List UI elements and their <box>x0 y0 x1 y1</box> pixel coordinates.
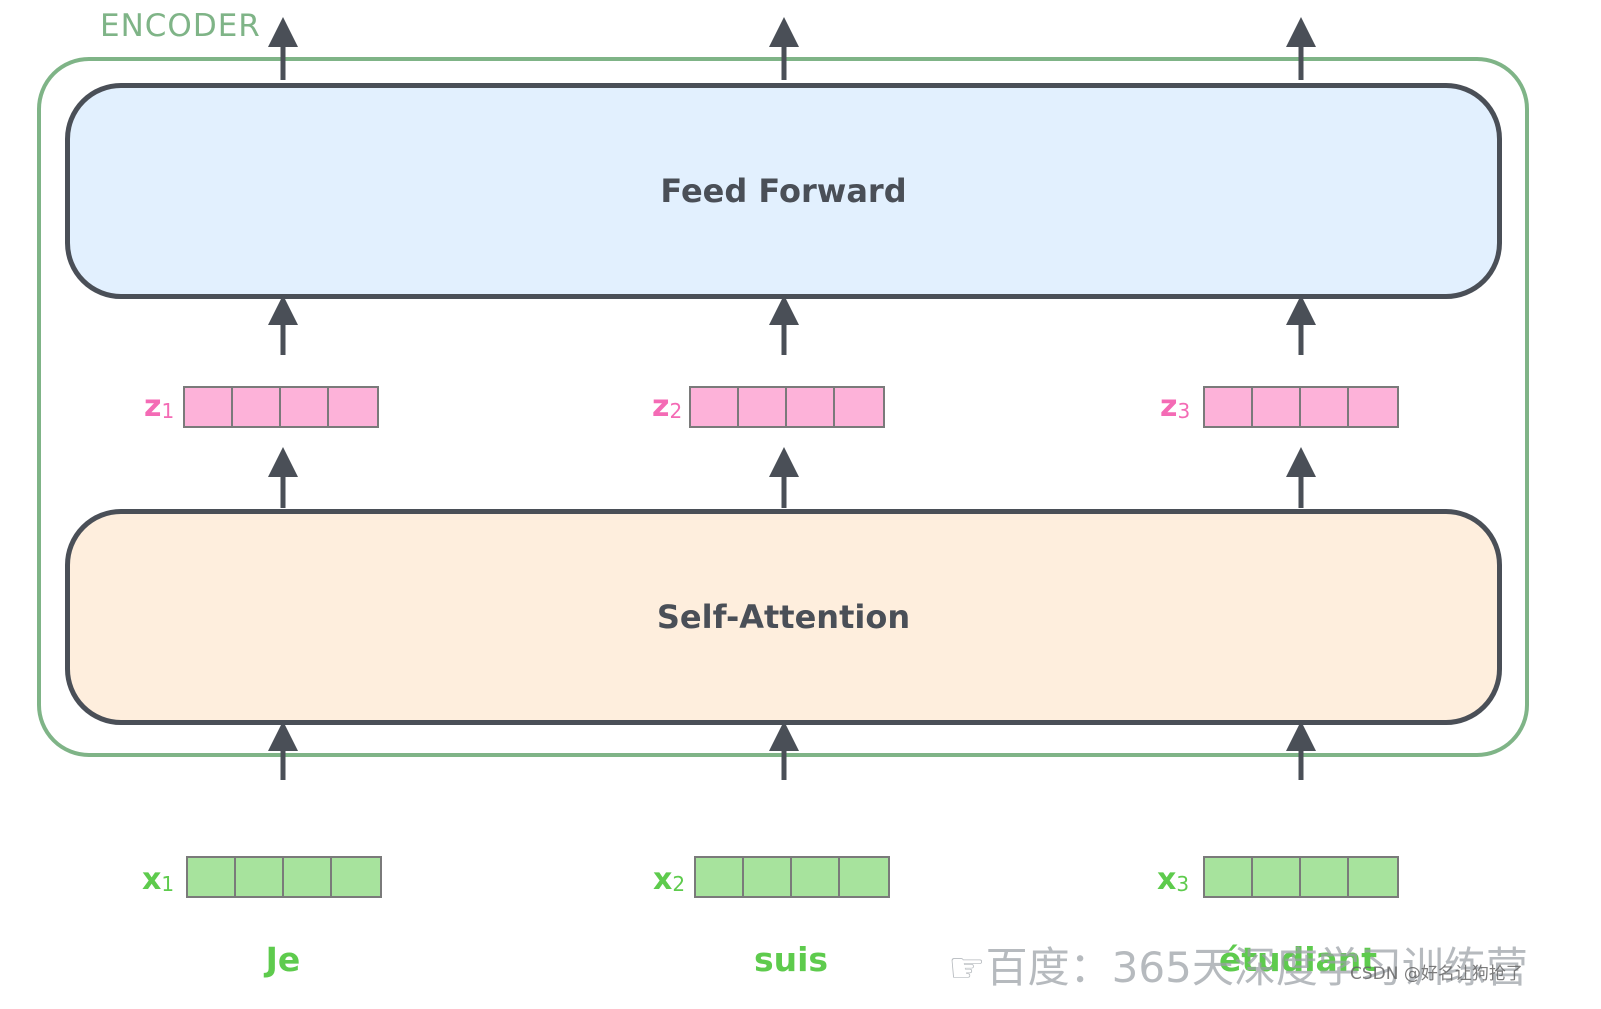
self-attention-layer: Self-Attention <box>65 509 1502 725</box>
self-attention-label: Self-Attention <box>656 598 911 636</box>
feed-forward-label: Feed Forward <box>660 172 907 210</box>
z1-label: z1 <box>144 389 175 424</box>
input-word-je: Je <box>265 940 301 979</box>
z3-vector <box>1203 386 1399 428</box>
feed-forward-layer: Feed Forward <box>65 83 1502 299</box>
x1-vector <box>186 856 382 898</box>
watermark-csdn: CSDN @好名让狗抢了 <box>1350 964 1523 984</box>
z1-vector <box>183 386 379 428</box>
x1-label: x1 <box>142 862 175 897</box>
x3-vector <box>1203 856 1399 898</box>
input-word-suis: suis <box>753 940 829 979</box>
z3-label: z3 <box>1160 389 1191 424</box>
z2-vector <box>689 386 885 428</box>
z2-label: z2 <box>652 389 683 424</box>
watermark-main: ☞百度：365天深度学习训练营 <box>948 943 1528 992</box>
input-word-etudiant: étudiant <box>1218 940 1378 979</box>
x2-vector <box>694 856 890 898</box>
x3-label: x3 <box>1157 862 1190 897</box>
x2-label: x2 <box>653 862 686 897</box>
encoder-title: ENCODER <box>100 8 261 44</box>
